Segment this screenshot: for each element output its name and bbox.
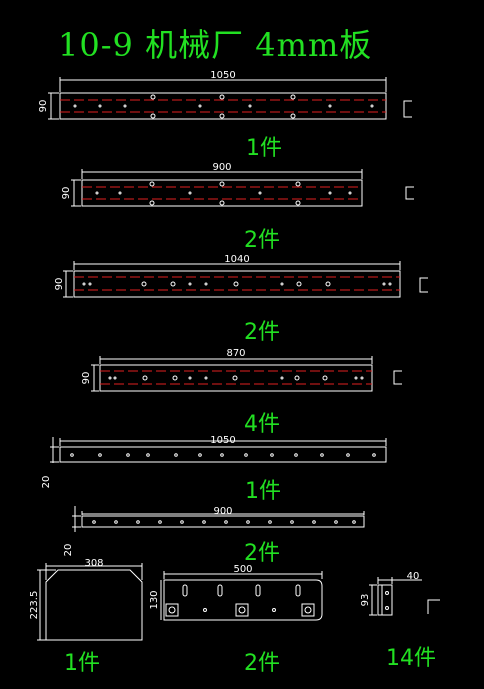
part-6-quantity: 2件 bbox=[244, 541, 280, 566]
part-3-length-dim: 1040 bbox=[224, 254, 249, 265]
part-1-length-dim: 1050 bbox=[210, 70, 235, 81]
part-7-panel bbox=[37, 563, 143, 641]
part-5-quantity: 1件 bbox=[245, 479, 281, 504]
part-9-width-dim: 93 bbox=[360, 594, 371, 607]
part-8-bracket bbox=[160, 571, 323, 621]
part-7-width-dim: 223.5 bbox=[29, 591, 40, 620]
part-4-quantity: 4件 bbox=[244, 412, 280, 437]
part-2-length-dim: 900 bbox=[212, 162, 231, 173]
part-2-width-dim: 90 bbox=[61, 187, 72, 200]
part-9-length-dim: 40 bbox=[407, 571, 420, 582]
part-8-width-dim: 130 bbox=[149, 590, 160, 609]
part-9-quantity: 14件 bbox=[386, 646, 436, 671]
part-8-quantity: 2件 bbox=[244, 651, 280, 676]
part-1-plate bbox=[48, 77, 412, 120]
part-3-plate bbox=[63, 261, 428, 298]
part-5-strip bbox=[50, 437, 387, 463]
part-7-length-dim: 308 bbox=[84, 558, 103, 569]
part-6-width-dim: 20 bbox=[63, 544, 74, 557]
part-4-plate bbox=[91, 356, 402, 392]
part-5-length-dim: 1050 bbox=[210, 435, 235, 446]
part-6-length-dim: 900 bbox=[213, 506, 232, 517]
part-4-width-dim: 90 bbox=[81, 372, 92, 385]
part-3-quantity: 2件 bbox=[244, 320, 280, 345]
part-9-angle bbox=[369, 577, 440, 616]
part-6-strip bbox=[72, 506, 365, 532]
part-4-length-dim: 870 bbox=[226, 348, 245, 359]
part-5-width-dim: 20 bbox=[41, 476, 52, 489]
part-3-width-dim: 90 bbox=[54, 278, 65, 291]
part-1-width-dim: 90 bbox=[38, 100, 49, 113]
part-1-quantity: 1件 bbox=[246, 136, 282, 161]
part-2-quantity: 2件 bbox=[244, 228, 280, 253]
part-2-plate bbox=[71, 169, 414, 207]
drawing-title: 10-9 机械厂 4mm板 bbox=[58, 26, 373, 64]
part-8-length-dim: 500 bbox=[233, 564, 252, 575]
part-7-quantity: 1件 bbox=[64, 651, 100, 676]
